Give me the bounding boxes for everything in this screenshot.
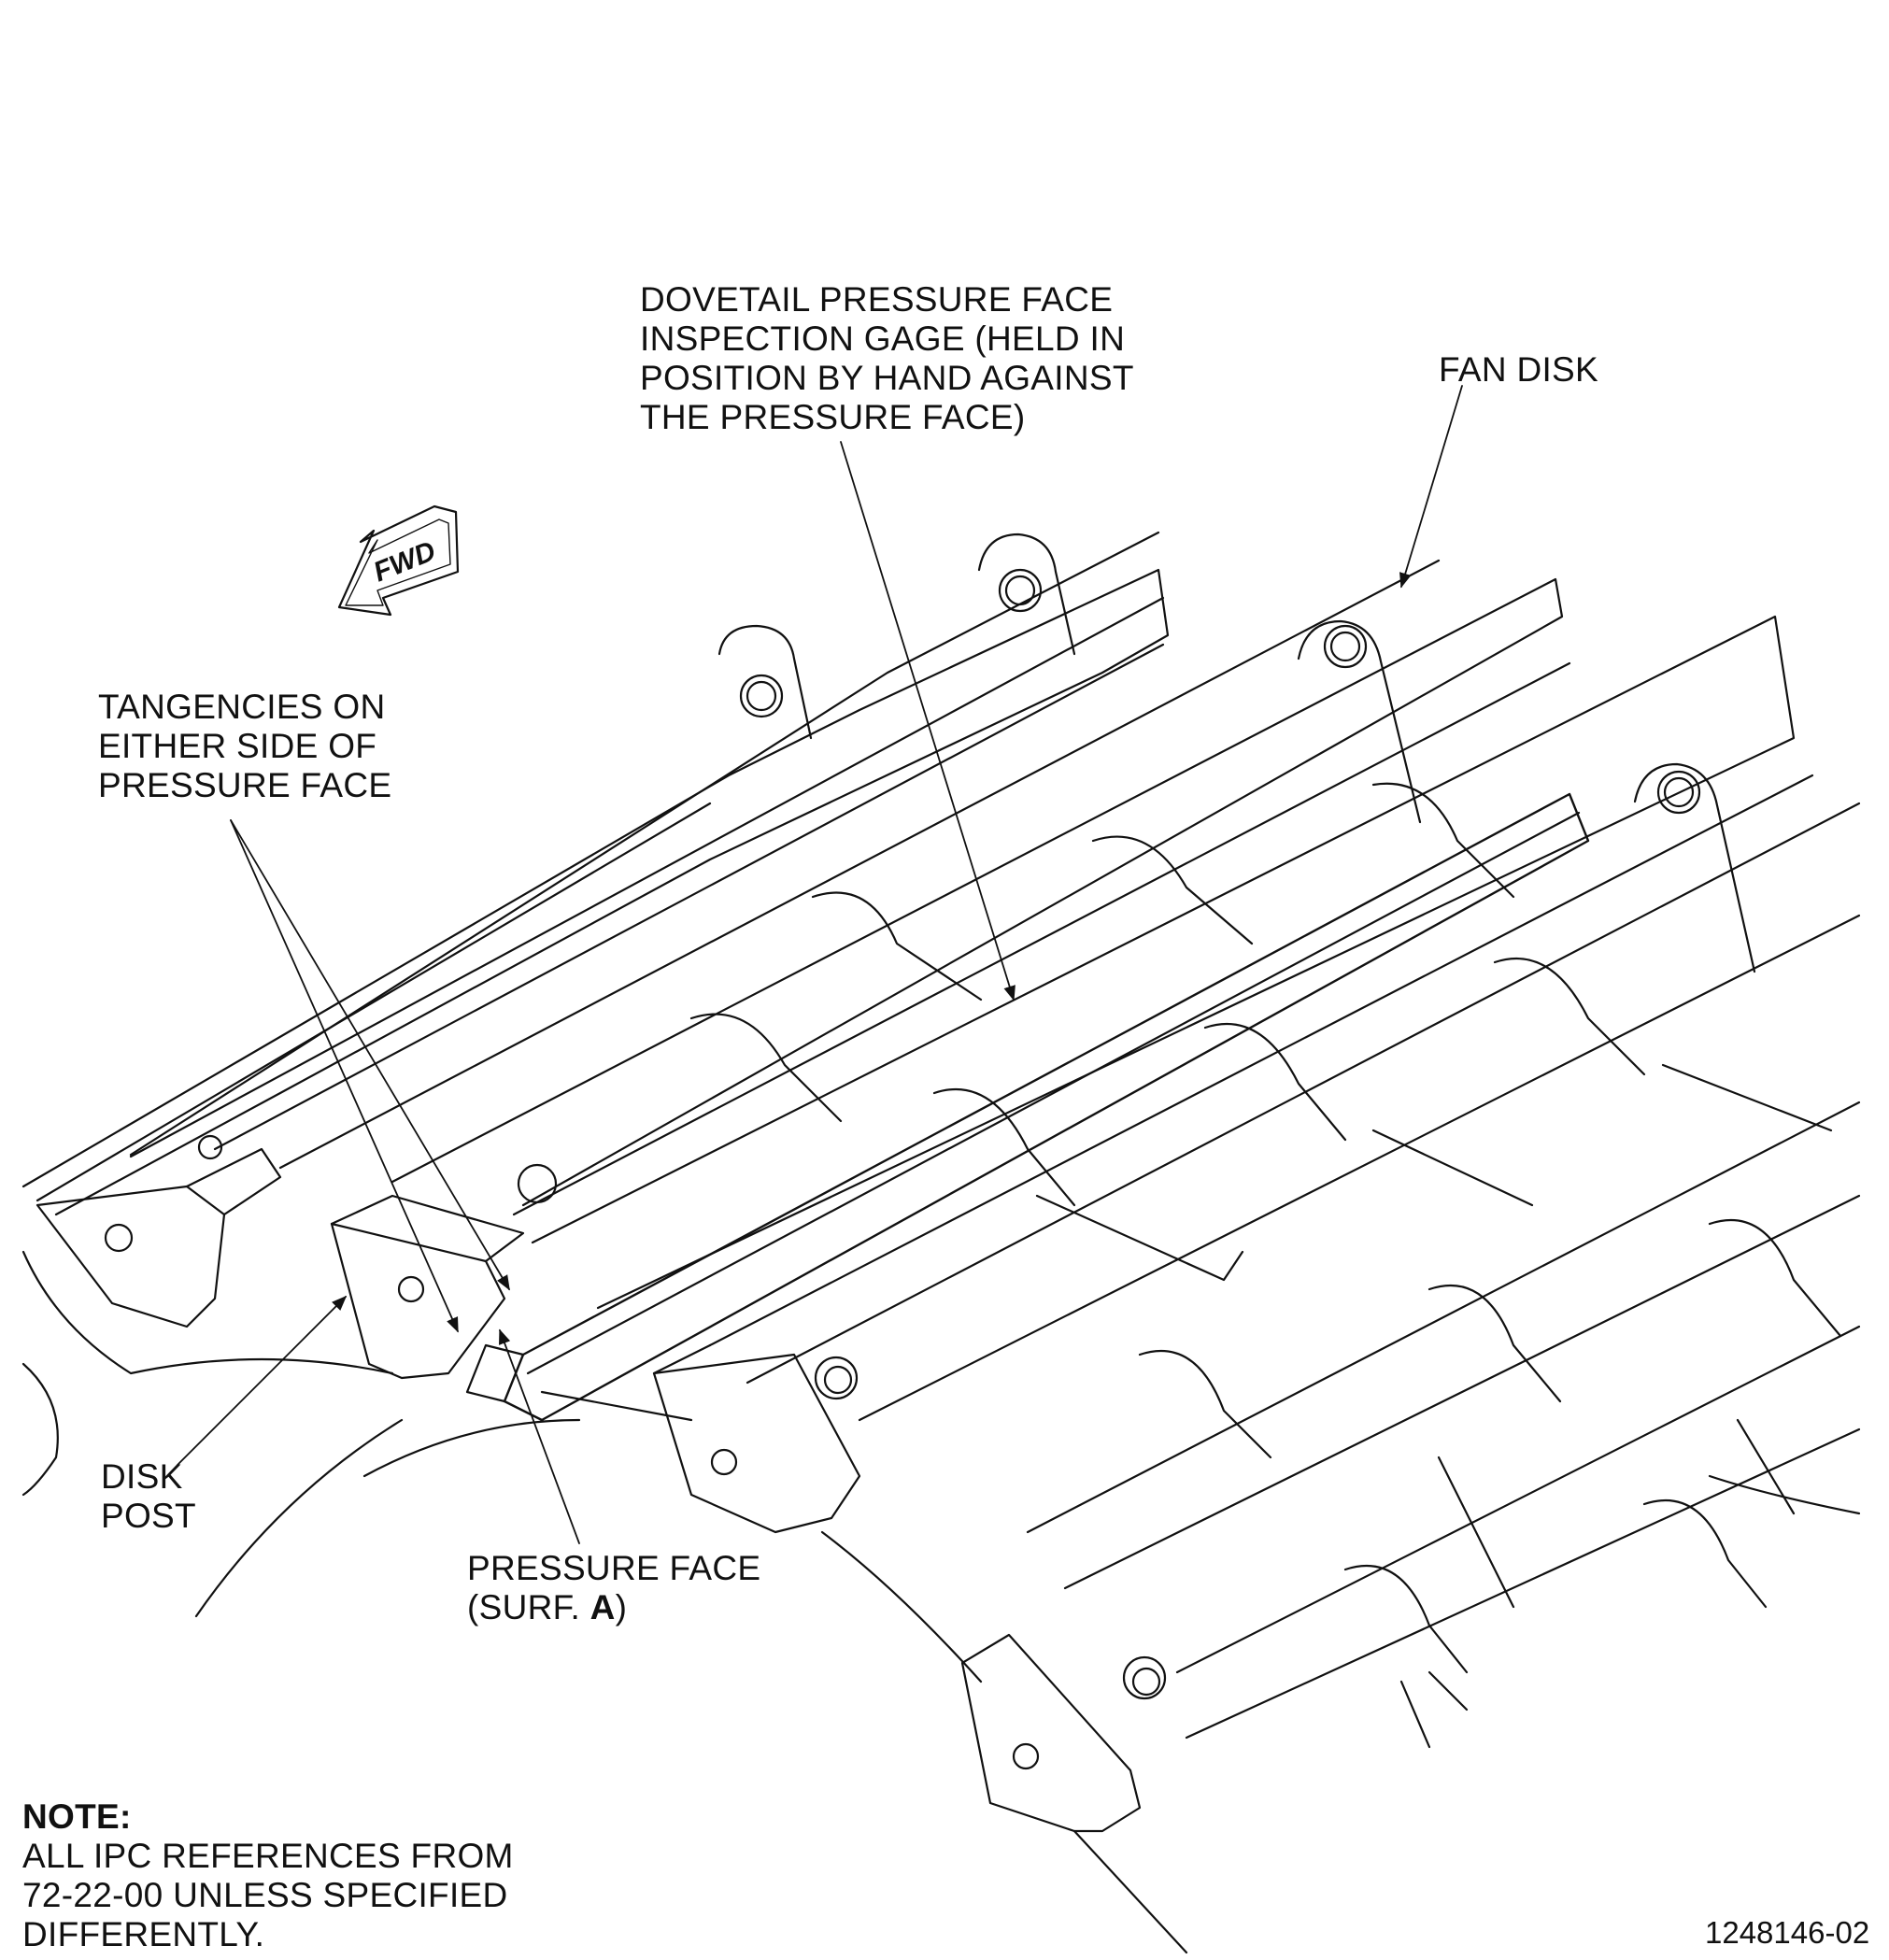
disk-post-label: DISK POST bbox=[101, 1457, 196, 1536]
disk-hub bbox=[21, 1250, 1861, 1954]
pressure-face-label-line2: (SURF. A) bbox=[467, 1588, 760, 1627]
gage-label-line: POSITION BY HAND AGAINST bbox=[640, 359, 1134, 397]
gage-label-line: INSPECTION GAGE (HELD IN bbox=[640, 320, 1126, 358]
fan-disk-leader bbox=[1399, 385, 1463, 589]
gage-leader bbox=[840, 441, 1016, 1001]
disk-post-label-line: DISK bbox=[101, 1457, 183, 1496]
note-title: NOTE: bbox=[22, 1797, 132, 1836]
tangencies-label-line: EITHER SIDE OF bbox=[98, 727, 377, 765]
figure-id: 1248146-02 bbox=[1705, 1915, 1870, 1950]
surf-letter: A bbox=[589, 1588, 616, 1626]
gage-label-line: THE PRESSURE FACE) bbox=[640, 398, 1026, 436]
fan-disk-back-flange bbox=[21, 531, 1756, 1216]
surf-suffix: ) bbox=[615, 1588, 628, 1626]
disk-posts bbox=[36, 1134, 1167, 1833]
tangencies-label-line: TANGENCIES ON bbox=[98, 688, 386, 726]
note-block: NOTE: ALL IPC REFERENCES FROM 72-22-00 U… bbox=[22, 1797, 514, 1954]
dovetail-slots bbox=[129, 559, 1861, 1740]
leader-lines bbox=[177, 385, 1463, 1544]
pressure-face-label-line: PRESSURE FACE bbox=[467, 1549, 761, 1587]
disk-post-label-line: POST bbox=[101, 1497, 196, 1535]
inspection-gage bbox=[465, 792, 1590, 1422]
fan-disk-label: FAN DISK bbox=[1439, 350, 1598, 389]
fwd-arrow: FWD bbox=[337, 504, 460, 617]
tangency-leader-2 bbox=[230, 819, 510, 1291]
note-line: ALL IPC REFERENCES FROM bbox=[22, 1837, 514, 1875]
gage-label: DOVETAIL PRESSURE FACE INSPECTION GAGE (… bbox=[640, 280, 1134, 437]
note-line: DIFFERENTLY. bbox=[22, 1915, 265, 1953]
pressure-face-leader bbox=[499, 1328, 580, 1544]
tangency-leader-1 bbox=[230, 819, 459, 1333]
tangencies-label: TANGENCIES ON EITHER SIDE OF PRESSURE FA… bbox=[98, 688, 391, 805]
tangencies-label-line: PRESSURE FACE bbox=[98, 766, 392, 804]
surf-prefix: (SURF. bbox=[467, 1588, 590, 1626]
pressure-face-label: PRESSURE FACE (SURF. A) bbox=[467, 1549, 760, 1627]
gage-label-line: DOVETAIL PRESSURE FACE bbox=[640, 280, 1114, 319]
disk-post-leader bbox=[177, 1295, 348, 1466]
note-line: 72-22-00 UNLESS SPECIFIED bbox=[22, 1876, 508, 1914]
